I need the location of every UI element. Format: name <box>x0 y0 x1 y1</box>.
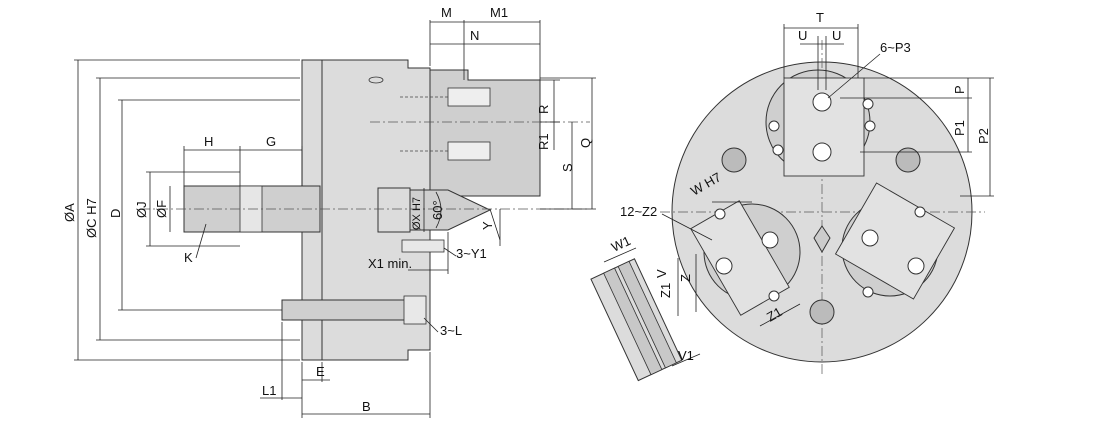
mount-bolt <box>281 299 413 321</box>
label-Z2: 12~Z2 <box>620 204 657 219</box>
label-Q: Q <box>578 138 593 148</box>
label-P3: 6~P3 <box>880 40 911 55</box>
bolt-top-2 <box>812 142 832 162</box>
slot-hole <box>368 76 384 84</box>
label-phiX: ØX H7 <box>411 197 423 230</box>
label-L3: 3~L <box>440 323 462 338</box>
label-Y: Y <box>480 221 495 230</box>
jaw-screw-lower <box>447 141 491 161</box>
centre-point <box>409 189 492 231</box>
label-S: S <box>560 163 575 172</box>
label-R1: R1 <box>536 133 551 150</box>
side-view: M M1 N R R1 S Q H G ØA ØC H7 <box>62 5 596 418</box>
label-angle: 60° <box>430 200 445 220</box>
label-Z1: Z1 <box>764 304 785 325</box>
label-T: T <box>816 10 824 25</box>
label-L1: L1 <box>262 383 276 398</box>
label-W1: W1 <box>609 233 633 255</box>
label-B: B <box>362 399 371 414</box>
centre-holder <box>377 187 411 233</box>
label-G: G <box>266 134 276 149</box>
label-R: R <box>536 105 551 114</box>
label-P: P <box>952 85 967 94</box>
bolt-top-1 <box>812 92 832 112</box>
jaw-detail <box>590 258 683 382</box>
label-Z: Z <box>678 274 693 282</box>
label-P2: P2 <box>976 128 991 144</box>
label-P1: P1 <box>952 120 967 136</box>
socket-head-1 <box>721 147 747 173</box>
label-phiA: ØA <box>62 203 77 222</box>
label-X1: X1 min. <box>368 256 412 271</box>
front-view: T U U 6~P3 P P1 P2 W H7 12~Z2 Z Z1 V Z1 <box>590 10 994 382</box>
label-Y3: 3~Y1 <box>456 246 487 261</box>
label-M1: M1 <box>490 5 508 20</box>
jaw-screw-upper <box>447 87 491 107</box>
label-M: M <box>441 5 452 20</box>
label-phiJ: ØJ <box>134 201 149 218</box>
label-N: N <box>470 28 479 43</box>
socket-head-3 <box>809 299 835 325</box>
label-V: V <box>654 269 669 278</box>
label-U1: U <box>798 28 807 43</box>
label-V1: V1 <box>678 348 694 363</box>
label-phiC: ØC H7 <box>84 198 99 238</box>
label-Z1b: Z1 <box>658 283 673 298</box>
label-U2: U <box>832 28 841 43</box>
chuck-body <box>321 59 431 361</box>
socket-head-2 <box>895 147 921 173</box>
label-H: H <box>204 134 213 149</box>
label-phiF: ØF <box>154 200 169 218</box>
label-E: E <box>316 364 325 379</box>
label-K: K <box>184 250 193 265</box>
jaw-block-top <box>783 77 865 177</box>
label-D: D <box>108 209 123 218</box>
